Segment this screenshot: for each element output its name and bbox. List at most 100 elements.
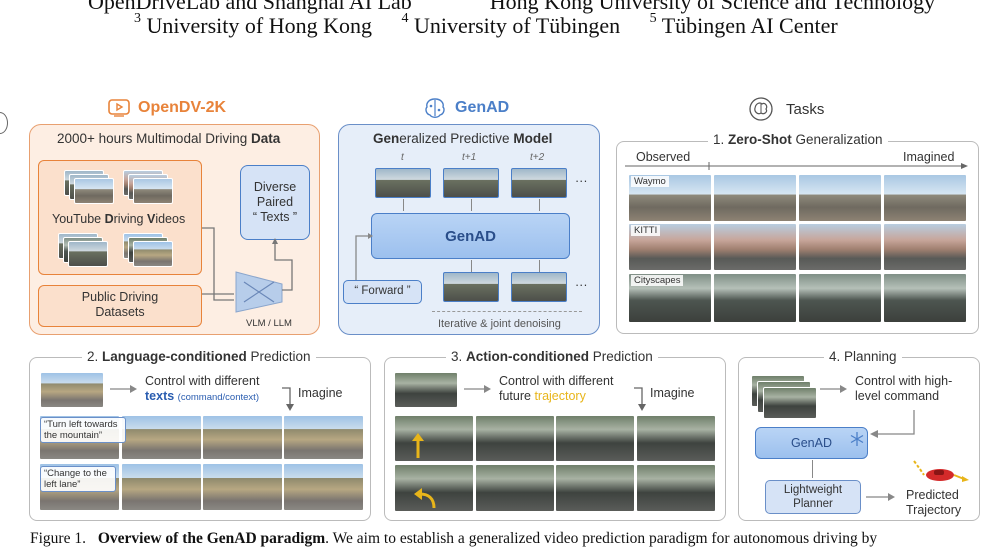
language-out-frame (283, 415, 364, 460)
planning-control-1: Control with high- (855, 374, 953, 388)
waymo-frame (713, 174, 797, 222)
genad-subtitle-model: Model (513, 131, 553, 146)
diverse-line-2: Paired (256, 195, 294, 209)
diverse-line-1: Diverse (253, 180, 297, 194)
action-title: 3. Action-conditioned Prediction (446, 349, 658, 364)
kitti-frame (713, 223, 797, 271)
affiliation-line-2: 3 University of Hong Kong 4 University o… (134, 11, 838, 39)
tasks-title: Tasks (786, 100, 825, 118)
action-title-pre: 3. (451, 349, 467, 364)
forward-arrow-icon (355, 233, 373, 284)
denoise-line (432, 311, 582, 312)
cityscapes-tag: Cityscapes (631, 275, 684, 286)
action-out-frame (394, 415, 474, 462)
caption-label: Figure 1. (30, 530, 86, 547)
tasks-brain-icon (749, 97, 773, 121)
action-out-frame (555, 464, 635, 512)
figure-caption: Figure 1. Overview of the GenAD paradigm… (30, 530, 877, 548)
vlm-label: VLM / LLM (246, 318, 292, 329)
youtube-thumb (133, 178, 173, 204)
caption-bold: Overview of the GenAD paradigm (97, 530, 326, 547)
down-arrow (539, 199, 541, 211)
genad-model-block: GenAD (371, 213, 570, 259)
action-future-line: future trajectory (499, 389, 586, 403)
down-hook-arrow-icon (634, 387, 646, 411)
planning-control-2: level command (855, 389, 940, 403)
tasks-title-row: Tasks (748, 96, 824, 122)
youtube-label-mid: riving (113, 212, 147, 226)
trajectory-left-icon (414, 488, 436, 509)
language-out-frame (202, 463, 283, 511)
input-frame (443, 168, 499, 198)
waymo-tag: Waymo (631, 176, 669, 187)
zero-shot-title: 1. Zero-Shot Generalization (708, 132, 888, 147)
language-quote-2: “Change to the left lane” (40, 466, 116, 492)
lang-title-post: Prediction (246, 349, 311, 364)
timeline-arrow-icon (625, 162, 968, 170)
public-datasets-box (38, 285, 202, 327)
planner-box (765, 480, 861, 514)
caption-rest: . We aim to establish a generalized vide… (325, 530, 878, 547)
output-frame (511, 272, 567, 302)
diverse-line-3: “ Texts ” (252, 210, 298, 224)
genad-title: GenAD (455, 99, 510, 116)
affiliation-sup-5: 5 (649, 11, 657, 26)
youtube-label-v: V (146, 212, 156, 226)
waymo-frame (883, 174, 967, 222)
down-arrow (471, 199, 473, 211)
kitti-frame (883, 223, 967, 271)
action-title-post: Prediction (589, 349, 653, 364)
youtube-thumb (74, 178, 114, 204)
cityscapes-frame (798, 273, 882, 323)
planning-hook-arrow-icon (870, 410, 915, 438)
frames-ellipsis: ··· (575, 174, 588, 188)
affiliation-1: OpenDriveLab and Shanghai AI Lab (88, 0, 412, 14)
opendv-subtitle-bold: Data (250, 131, 281, 146)
genad-subtitle-gen: Gen (373, 131, 400, 146)
opendv-subtitle: 2000+ hours Multimodal Driving Data (57, 131, 280, 146)
youtube-label-post: ideos (155, 212, 186, 226)
language-texts-paren: (command/context) (177, 392, 259, 403)
genad-subtitle-mid: eralized Predictive (399, 131, 514, 146)
lang-title-bold: Language-conditioned (102, 349, 247, 364)
trajectory-straight-icon (412, 433, 424, 458)
affiliation-5: Tübingen AI Center (661, 13, 838, 38)
affiliation-4: University of Tübingen (413, 13, 621, 38)
language-quote-1: “Turn left towards the mountain” (40, 417, 126, 443)
cityscapes-frame (883, 273, 967, 323)
language-imagine: Imagine (298, 386, 343, 400)
language-out-frame (121, 463, 202, 511)
planning-genad-label: GenAD (791, 436, 832, 450)
brain-icon (425, 98, 445, 118)
right-arrow-icon (110, 385, 137, 393)
action-input-frame (394, 372, 458, 408)
observed-label: Observed (636, 150, 691, 164)
planning-input-frame (763, 387, 817, 419)
frozen-snowflake-icon (850, 432, 864, 446)
predicted-line-2: Trajectory (906, 503, 962, 517)
action-out-frame (475, 415, 555, 462)
planner-line-2: Planner (793, 498, 833, 510)
lang-title-pre: 2. (87, 349, 103, 364)
zs-title-post: Generalization (791, 132, 883, 147)
action-out-frame (636, 415, 716, 462)
action-out-frame (636, 464, 716, 512)
genad-title-row: GenAD (423, 97, 509, 119)
vlm-funnel-icon (202, 227, 293, 313)
forward-box (343, 280, 422, 304)
planning-title: 4. Planning (824, 349, 902, 364)
cityscapes-frame (713, 273, 797, 323)
affiliation-sup-4: 4 (401, 11, 409, 26)
planning-genad-block: GenAD (755, 427, 868, 459)
predicted-line-1: Predicted (906, 488, 959, 502)
action-control-text: Control with different (499, 374, 614, 388)
action-trajectory-word: trajectory (534, 389, 586, 403)
down-arrow (812, 460, 814, 478)
opendv-subtitle-text: 2000+ hours Multimodal Driving (57, 131, 251, 146)
car-icon (913, 460, 969, 482)
right-arrow-icon (820, 385, 847, 393)
zs-title-bold: Zero-Shot (728, 132, 792, 147)
time-label-t1: t+1 (462, 152, 477, 163)
language-out-frame (202, 415, 283, 460)
output-frame (443, 272, 499, 302)
